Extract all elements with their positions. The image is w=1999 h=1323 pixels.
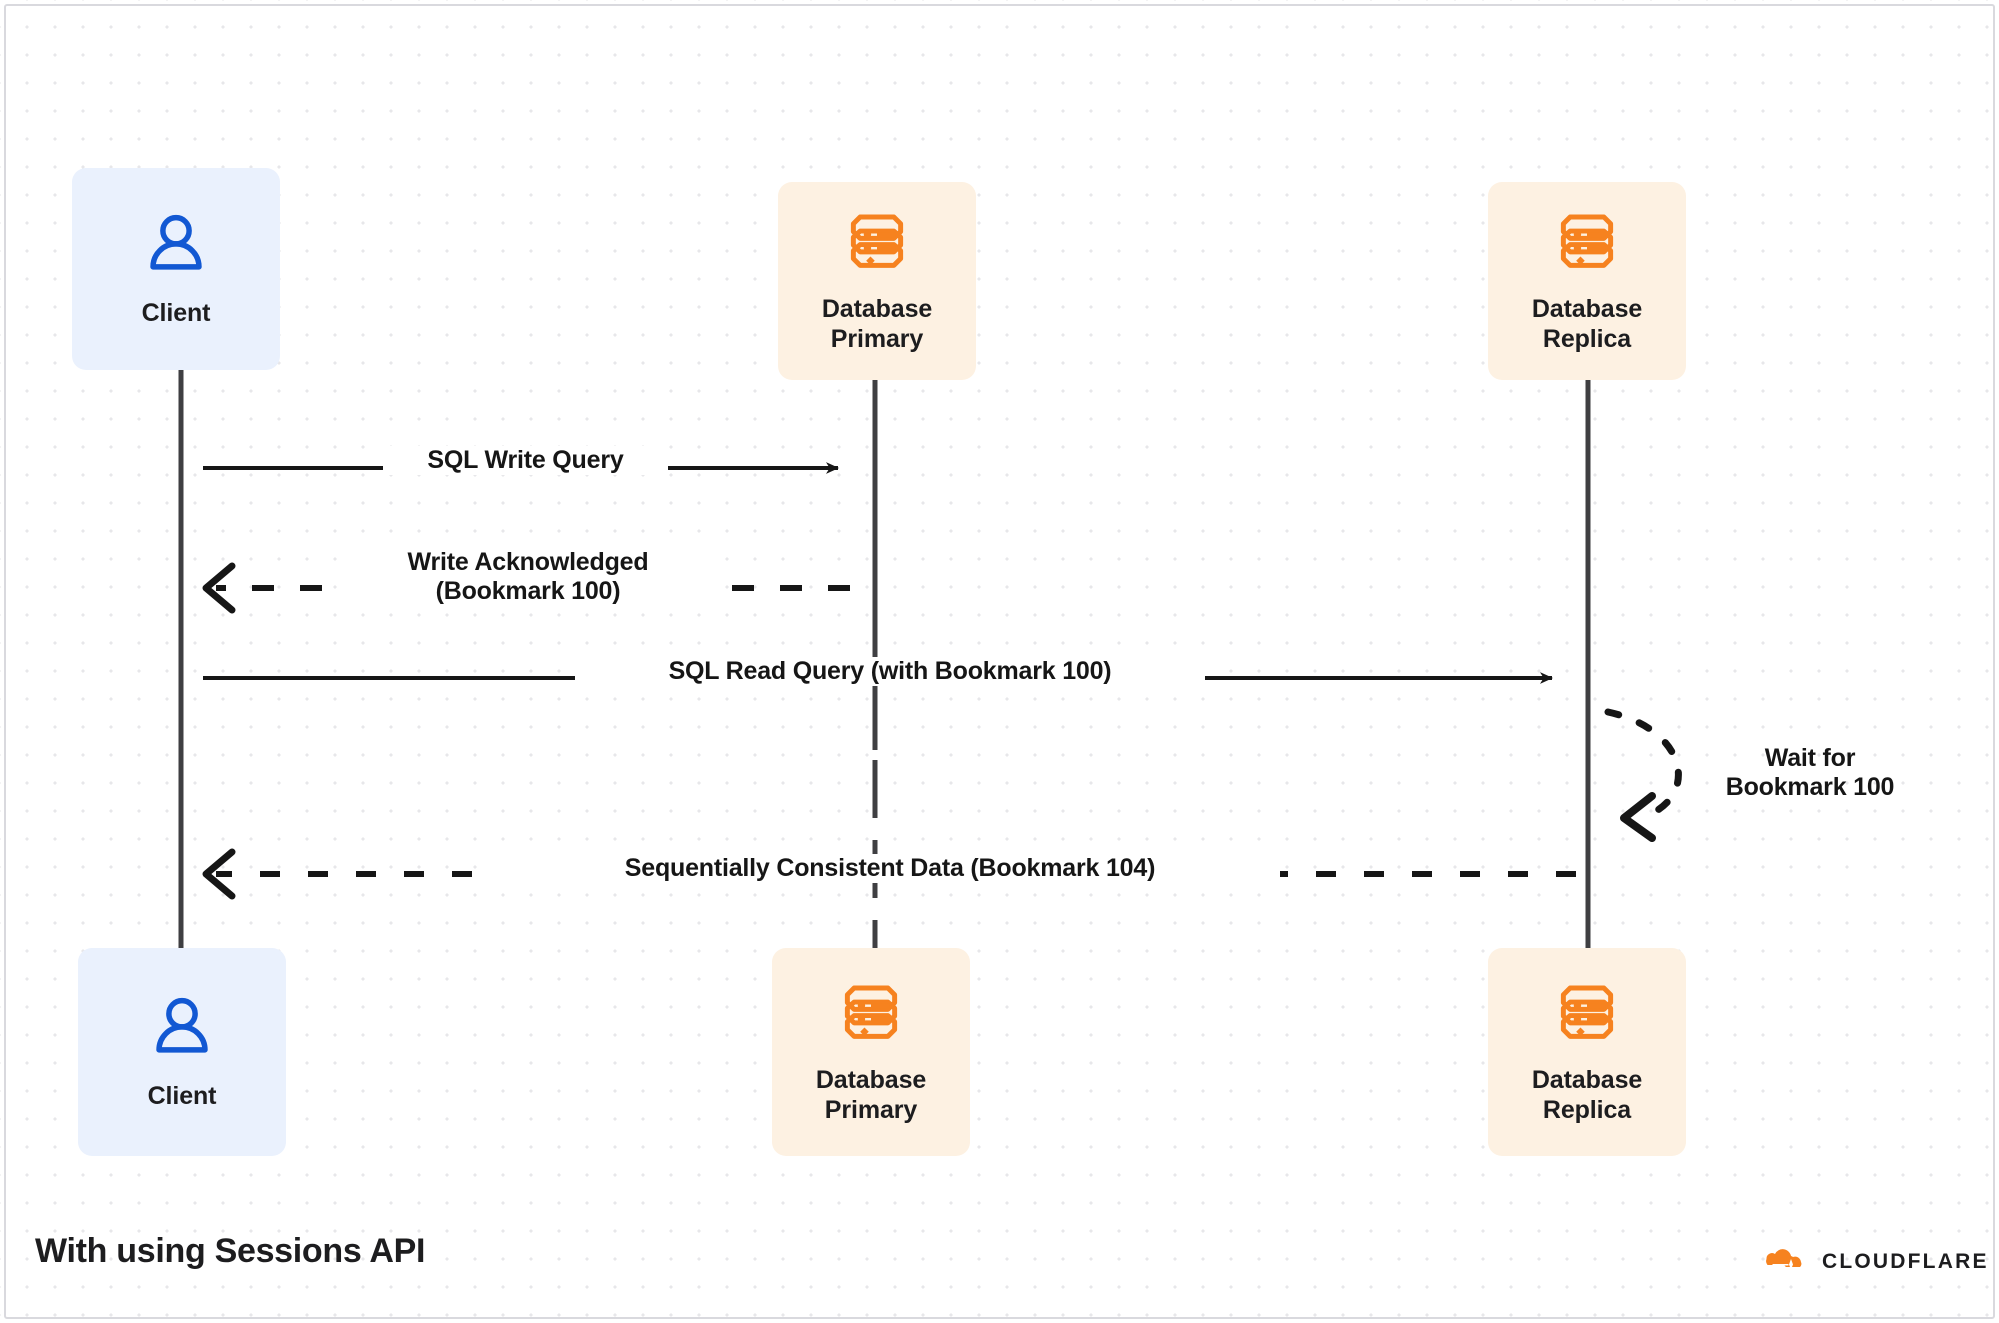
actor-db-replica-bottom[interactable]: Database Replica [1488, 948, 1686, 1156]
arrow-wait-for-bookmark [1604, 708, 1682, 822]
actor-label: Database Primary [815, 1066, 927, 1124]
database-icon [835, 979, 907, 1056]
actor-client-top[interactable]: Client [72, 168, 280, 370]
message-label-wait-for-bookmark: Wait for Bookmark 100 [1725, 744, 1895, 801]
user-icon [141, 210, 211, 285]
message-label-sequentially-consistent-data: Sequentially Consistent Data (Bookmark 1… [500, 854, 1280, 883]
actor-db-primary-bottom[interactable]: Database Primary [772, 948, 970, 1156]
actor-label: Client [147, 1081, 217, 1110]
message-label-sql-write-query: SQL Write Query [383, 446, 668, 475]
database-icon [1551, 979, 1623, 1056]
diagram-caption: With using Sessions API [35, 1232, 426, 1270]
actor-label: Database Replica [1531, 295, 1643, 353]
actor-client-bottom[interactable]: Client [78, 948, 286, 1156]
user-icon [147, 993, 217, 1068]
actor-label: Client [141, 298, 211, 327]
actor-db-primary-top[interactable]: Database Primary [778, 182, 976, 380]
arrowhead-write-acknowledged [202, 562, 236, 614]
database-icon [841, 208, 913, 285]
cloudflare-logo: CLOUDFLARE [1762, 1246, 1989, 1277]
arrowhead-wait-for-bookmark [1620, 792, 1656, 842]
message-label-sql-read-query: SQL Read Query (with Bookmark 100) [575, 657, 1205, 686]
message-label-write-acknowledged: Write Acknowledged (Bookmark 100) [348, 548, 708, 606]
cloudflare-wordmark: CLOUDFLARE [1822, 1249, 1989, 1273]
cloudflare-cloud-icon [1762, 1246, 1812, 1277]
database-icon [1551, 208, 1623, 285]
actor-label: Database Replica [1531, 1066, 1643, 1124]
actor-db-replica-top[interactable]: Database Replica [1488, 182, 1686, 380]
actor-label: Database Primary [821, 295, 933, 353]
arrowhead-sequentially-consistent-data [202, 848, 236, 900]
